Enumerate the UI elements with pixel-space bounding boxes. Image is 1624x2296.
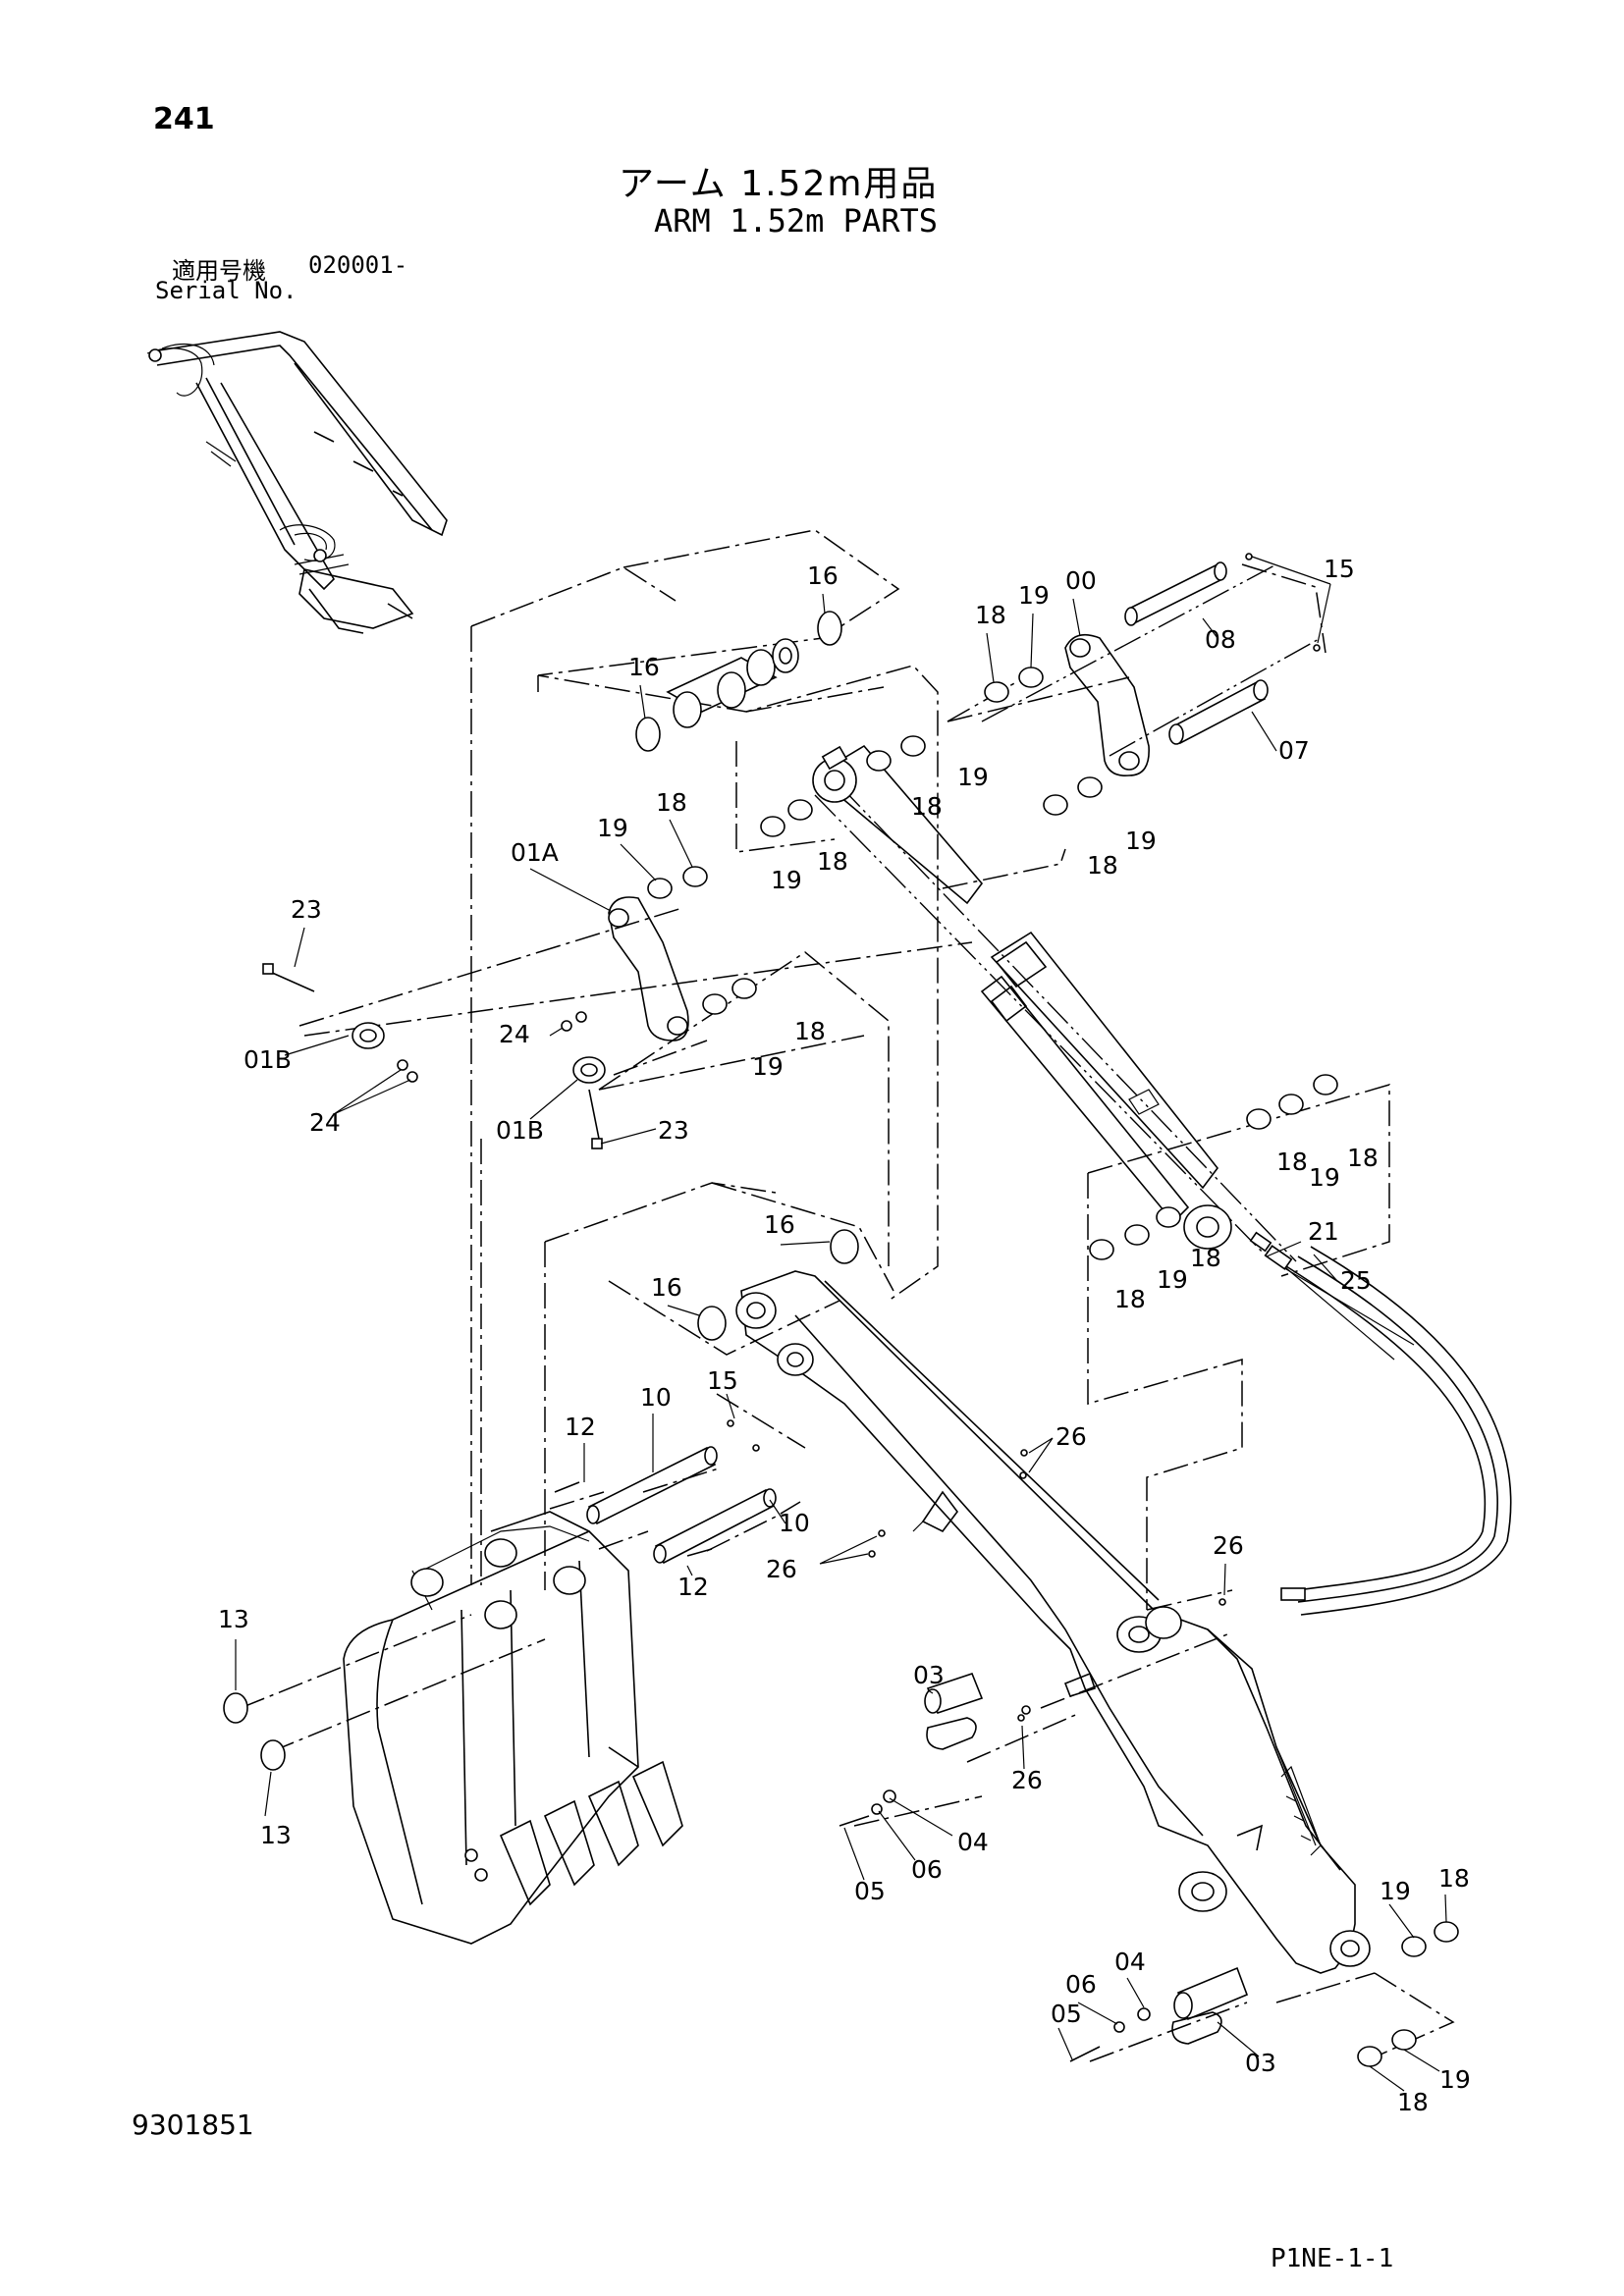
callout-18: 18 <box>794 1017 826 1045</box>
callout-03: 03 <box>913 1661 945 1689</box>
callout-06: 06 <box>911 1855 943 1884</box>
callout-26: 26 <box>1056 1422 1087 1451</box>
callout-18: 18 <box>817 847 848 876</box>
callout-15: 15 <box>1324 555 1355 583</box>
callout-16: 16 <box>628 653 660 681</box>
callout-19: 19 <box>1309 1163 1340 1192</box>
serial-label-english: Serial No. <box>155 277 298 304</box>
bushing-01b-left <box>262 963 418 1083</box>
callout-19: 19 <box>1018 581 1050 610</box>
callout-04: 04 <box>957 1828 989 1856</box>
callout-18: 18 <box>1276 1148 1308 1176</box>
callout-18: 18 <box>656 788 687 817</box>
pin-03-upper <box>839 1673 1031 1827</box>
hose-25 <box>1249 1231 1512 1616</box>
arm-cylinder <box>812 744 1232 1250</box>
callout-21: 21 <box>1308 1217 1339 1246</box>
callout-10: 10 <box>640 1383 672 1412</box>
callout-19: 19 <box>1380 1877 1411 1905</box>
callout-06: 06 <box>1065 1970 1097 1999</box>
callout-18: 18 <box>911 792 943 821</box>
callout-18: 18 <box>1190 1244 1221 1272</box>
callout-05: 05 <box>854 1877 886 1905</box>
callout-13: 13 <box>218 1605 249 1633</box>
callout-18: 18 <box>1114 1285 1146 1313</box>
callout-01a: 01A <box>511 838 559 867</box>
callout-19: 19 <box>1439 2065 1471 2094</box>
callout-19: 19 <box>1125 827 1157 855</box>
callout-26: 26 <box>766 1555 797 1583</box>
callout-19: 19 <box>597 814 628 842</box>
callout-10: 10 <box>779 1509 810 1537</box>
serial-value: 020001- <box>308 251 408 279</box>
machine-thumbnail <box>146 331 448 634</box>
part-callouts: 00 01A 01B 01B 03 03 04 04 05 05 06 06 0… <box>218 555 1471 2116</box>
grease-fittings <box>727 553 1321 1722</box>
callout-08: 08 <box>1205 625 1236 654</box>
callout-01b: 01B <box>496 1116 544 1145</box>
serial-label-japanese: 適用号機 <box>172 257 266 285</box>
callout-12: 12 <box>565 1413 596 1441</box>
callout-18: 18 <box>1347 1144 1379 1172</box>
callout-01b: 01B <box>244 1045 292 1074</box>
title-japanese: アーム 1.52m用品 <box>619 164 939 204</box>
callout-23: 23 <box>291 895 322 924</box>
arm <box>735 1270 1371 1974</box>
callout-07: 07 <box>1278 736 1310 765</box>
callout-19: 19 <box>771 866 802 894</box>
document-number: 9301851 <box>132 2109 254 2141</box>
title-english: ARM 1.52m PARTS <box>654 202 938 240</box>
pin-08 <box>1124 561 1227 626</box>
callout-13: 13 <box>260 1821 292 1849</box>
callout-19: 19 <box>957 763 989 791</box>
pin-07 <box>1168 679 1269 745</box>
upper-bushing <box>635 611 842 752</box>
bushing-01b-right <box>561 1011 606 1149</box>
callout-18: 18 <box>1438 1864 1470 1893</box>
callout-12: 12 <box>677 1573 709 1601</box>
link-01a <box>608 896 689 1041</box>
callout-19: 19 <box>1157 1265 1188 1294</box>
callout-15: 15 <box>707 1366 738 1395</box>
callout-26: 26 <box>1011 1766 1043 1794</box>
callout-18: 18 <box>1087 851 1118 880</box>
callout-00: 00 <box>1065 566 1097 595</box>
callout-16: 16 <box>807 561 839 590</box>
page-number: 241 <box>153 102 215 136</box>
bucket <box>343 1511 683 1945</box>
leader-lines <box>240 529 1455 2062</box>
callout-23: 23 <box>658 1116 689 1145</box>
callout-26: 26 <box>1213 1531 1244 1560</box>
callout-24: 24 <box>499 1020 530 1048</box>
pin-03-lower <box>1069 1966 1249 2062</box>
callout-25: 25 <box>1340 1266 1372 1295</box>
callout-16: 16 <box>764 1210 795 1239</box>
callout-04: 04 <box>1114 1948 1146 1976</box>
callout-18: 18 <box>1397 2088 1429 2116</box>
callout-05: 05 <box>1051 2000 1082 2028</box>
page-code: P1NE-1-1 <box>1271 2244 1394 2273</box>
washers <box>647 667 1459 2067</box>
link-00 <box>1064 633 1150 777</box>
callout-19: 19 <box>752 1052 784 1081</box>
callout-03: 03 <box>1245 2049 1276 2077</box>
callout-leaders <box>235 556 1447 2092</box>
bucket-pins <box>554 1446 777 1565</box>
callout-16: 16 <box>651 1273 682 1302</box>
lower-rings <box>223 1229 859 1771</box>
callout-18: 18 <box>975 601 1006 629</box>
